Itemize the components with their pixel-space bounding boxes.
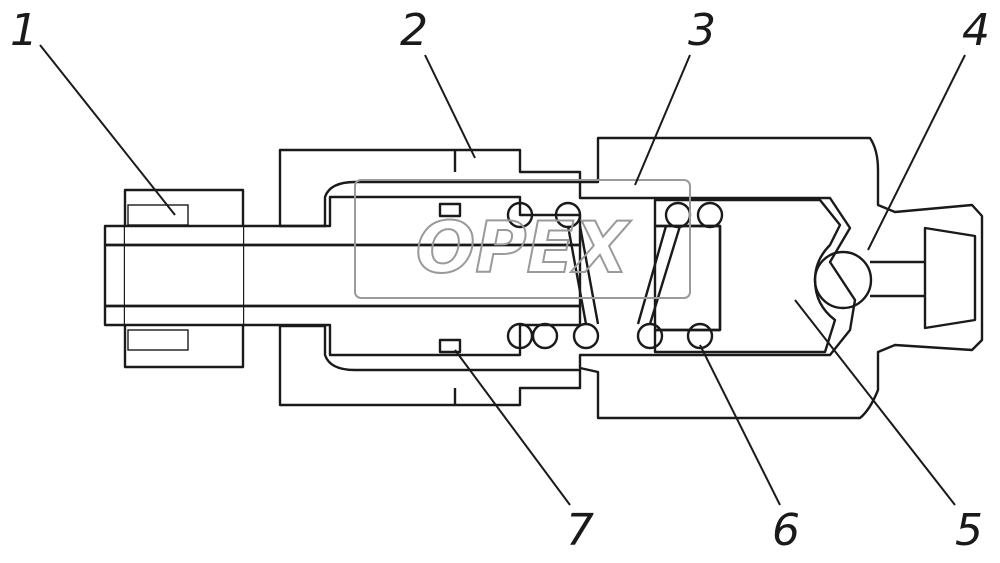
callout-4: 4 [962,5,990,56]
callout-5: 5 [955,505,983,556]
central-tube [103,195,582,357]
piston [653,198,842,354]
watermark: ОРЕХ [354,179,691,299]
guide-sleeve [278,148,582,407]
svg-text:ОРЕХ: ОРЕХ [416,207,632,289]
leader-lines [39,44,966,506]
callout-6: 6 [772,505,800,556]
callouts: 1 2 3 4 5 6 7 [10,5,990,556]
o-ring-seals [438,202,462,354]
spring [506,201,724,350]
callout-3: 3 [688,5,716,56]
valve-body [578,136,984,420]
callout-2: 2 [400,5,428,56]
callout-7: 7 [566,505,594,556]
callout-1: 1 [10,5,38,56]
left-nut [123,188,245,369]
ball [813,250,873,310]
